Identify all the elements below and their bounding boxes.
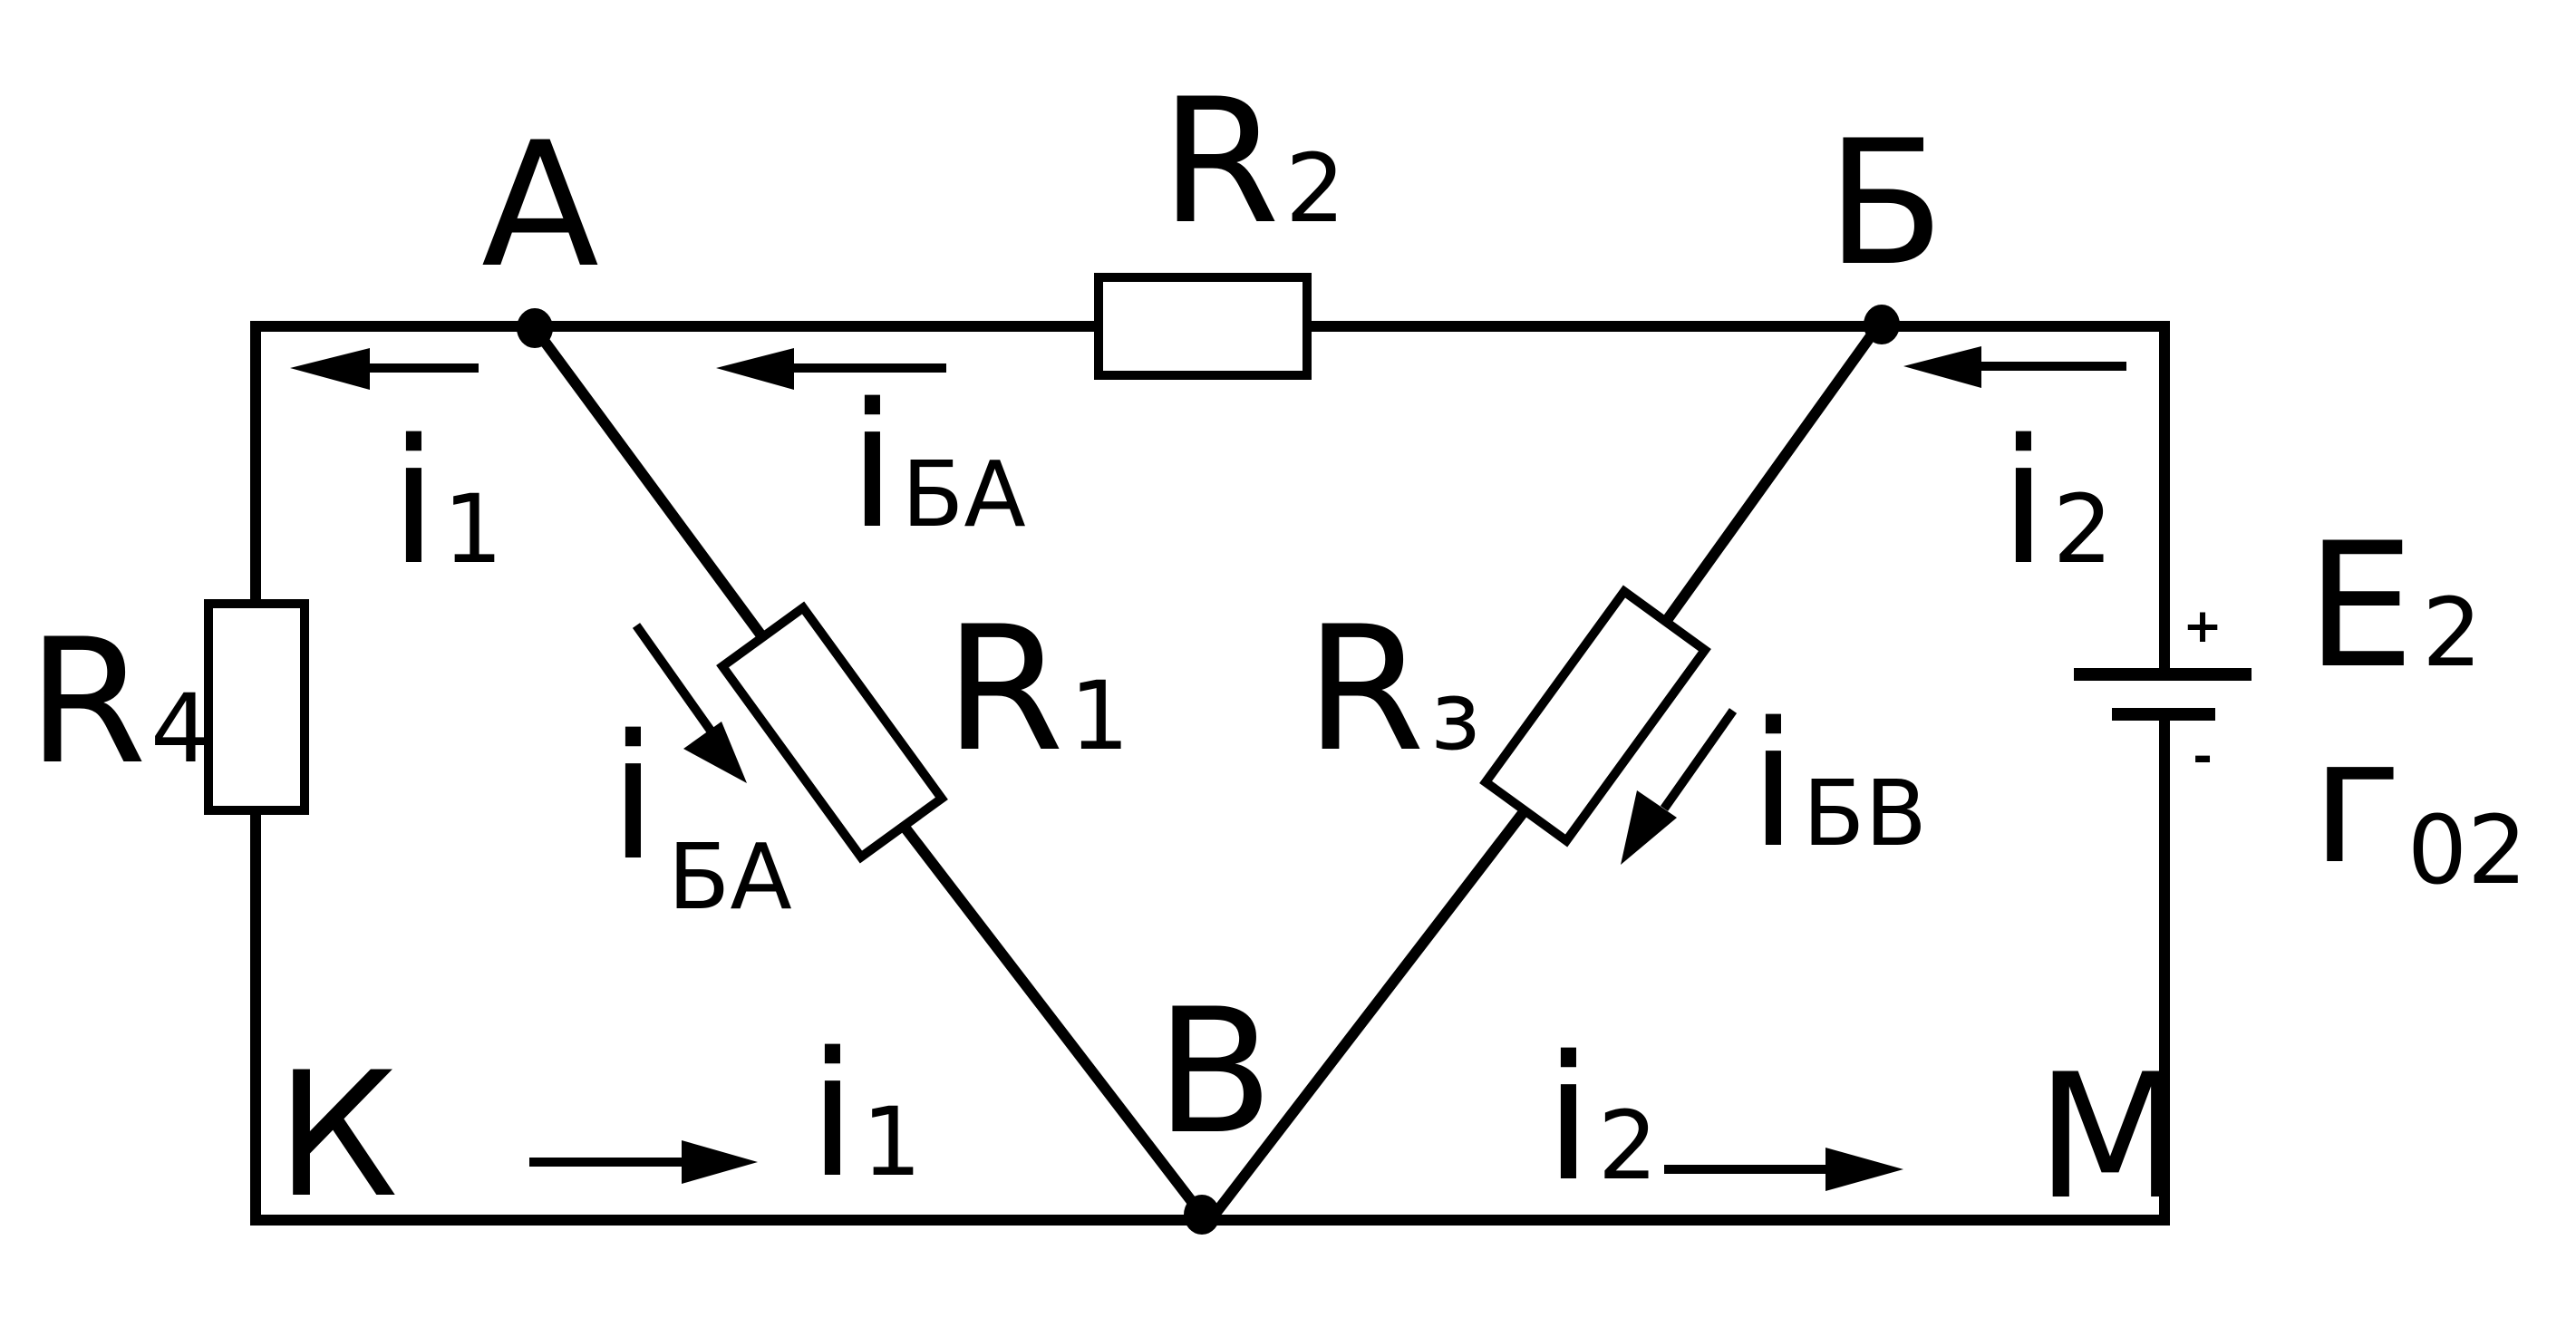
node-a-dot xyxy=(517,308,553,348)
i1-top-label-main: i xyxy=(390,402,438,603)
i1-bottom-label-main: i xyxy=(809,1015,857,1216)
arrow-i1-bottom-head xyxy=(682,1140,758,1184)
ibv-diag-label-sub: БВ xyxy=(1803,761,1927,867)
i2-bottom-label-main: i xyxy=(1545,1019,1593,1219)
r1-label: R1 xyxy=(944,589,1129,790)
node-v-label: В xyxy=(1156,972,1273,1172)
node-k-label: К xyxy=(276,1035,399,1235)
node-a-label: А xyxy=(481,105,599,305)
battery-plus-label: + xyxy=(2183,599,2223,654)
battery-e2 xyxy=(2074,668,2252,721)
battery-minus-label: - xyxy=(2193,730,2213,784)
node-v-dot xyxy=(1184,1195,1220,1235)
wire-diag-a-r1 xyxy=(530,325,773,649)
node-b-label: Б xyxy=(1826,103,1944,304)
resistors xyxy=(204,273,1711,864)
arrow-iba-diag-head xyxy=(683,722,747,783)
junction-nodes xyxy=(517,305,1900,1235)
wire-diag-b-r3 xyxy=(1656,317,1886,633)
iba-top-label-sub: БА xyxy=(902,441,1026,547)
iba-top-label-main: i xyxy=(848,366,896,567)
resistor-r4 xyxy=(204,599,309,815)
iba-top-label: iБА xyxy=(848,366,1026,567)
r3-label-main: R xyxy=(1305,589,1425,790)
i2-top-label-main: i xyxy=(2000,402,2048,603)
wire-diag-r3-v xyxy=(1210,798,1536,1218)
r2-label-main: R xyxy=(1160,62,1280,262)
e2-label-main: E xyxy=(2306,506,2415,706)
r4-label-sub: 4 xyxy=(150,673,210,784)
r3-label-sub: з xyxy=(1430,661,1480,771)
iba-diag-label-main: i xyxy=(609,698,657,898)
r02-label-main: г xyxy=(2311,702,2402,902)
r3-label: Rз xyxy=(1305,589,1480,790)
wire-diag-r1-v xyxy=(893,814,1206,1218)
i2-top-label-sub: 2 xyxy=(2053,474,2113,585)
e2-label: E2 xyxy=(2306,506,2482,706)
i1-top-label-sub: 1 xyxy=(443,474,503,585)
resistor-r1 xyxy=(716,601,948,864)
ibv-diag-label-main: i xyxy=(1749,685,1797,886)
arrow-ibv-diag-head xyxy=(1621,790,1677,865)
i1-top-label: i1 xyxy=(390,402,503,603)
r02-label: г02 xyxy=(2311,702,2527,906)
arrow-i2-top-head xyxy=(1903,346,1981,388)
r4-label-main: R xyxy=(27,602,147,802)
arrow-i1-top-head xyxy=(290,348,370,390)
node-b-dot xyxy=(1864,305,1900,344)
i1-bottom-label-sub: 1 xyxy=(862,1087,922,1197)
resistor-r3 xyxy=(1479,585,1711,848)
arrow-iba-diag-shaft xyxy=(632,623,715,733)
arrow-heads xyxy=(290,346,1981,1191)
r1-label-sub: 1 xyxy=(1070,661,1129,771)
i2-top-label: i2 xyxy=(2000,402,2113,603)
r02-label-sub: 02 xyxy=(2407,795,2527,906)
r2-label: R2 xyxy=(1160,62,1345,262)
r2-label-sub: 2 xyxy=(1285,133,1345,244)
arrow-i2-bottom-head xyxy=(1825,1148,1903,1191)
current-arrows xyxy=(344,362,2126,1174)
iba-diag-label-sub: БА xyxy=(668,824,792,930)
e2-label-sub: 2 xyxy=(2422,577,2482,688)
i2-bottom-label: i2 xyxy=(1545,1019,1658,1219)
i2-bottom-label-sub: 2 xyxy=(1598,1090,1658,1201)
r4-label: R4 xyxy=(27,602,210,802)
ibv-diag-label: iБВ xyxy=(1749,685,1927,886)
r1-label-main: R xyxy=(944,589,1064,790)
resistor-r2 xyxy=(1094,273,1312,380)
node-m-label: М xyxy=(2036,1037,2184,1237)
arrow-ibv-diag-shaft xyxy=(1660,708,1738,811)
arrow-iba-top-head xyxy=(716,348,794,390)
i1-bottom-label: i1 xyxy=(809,1015,922,1216)
